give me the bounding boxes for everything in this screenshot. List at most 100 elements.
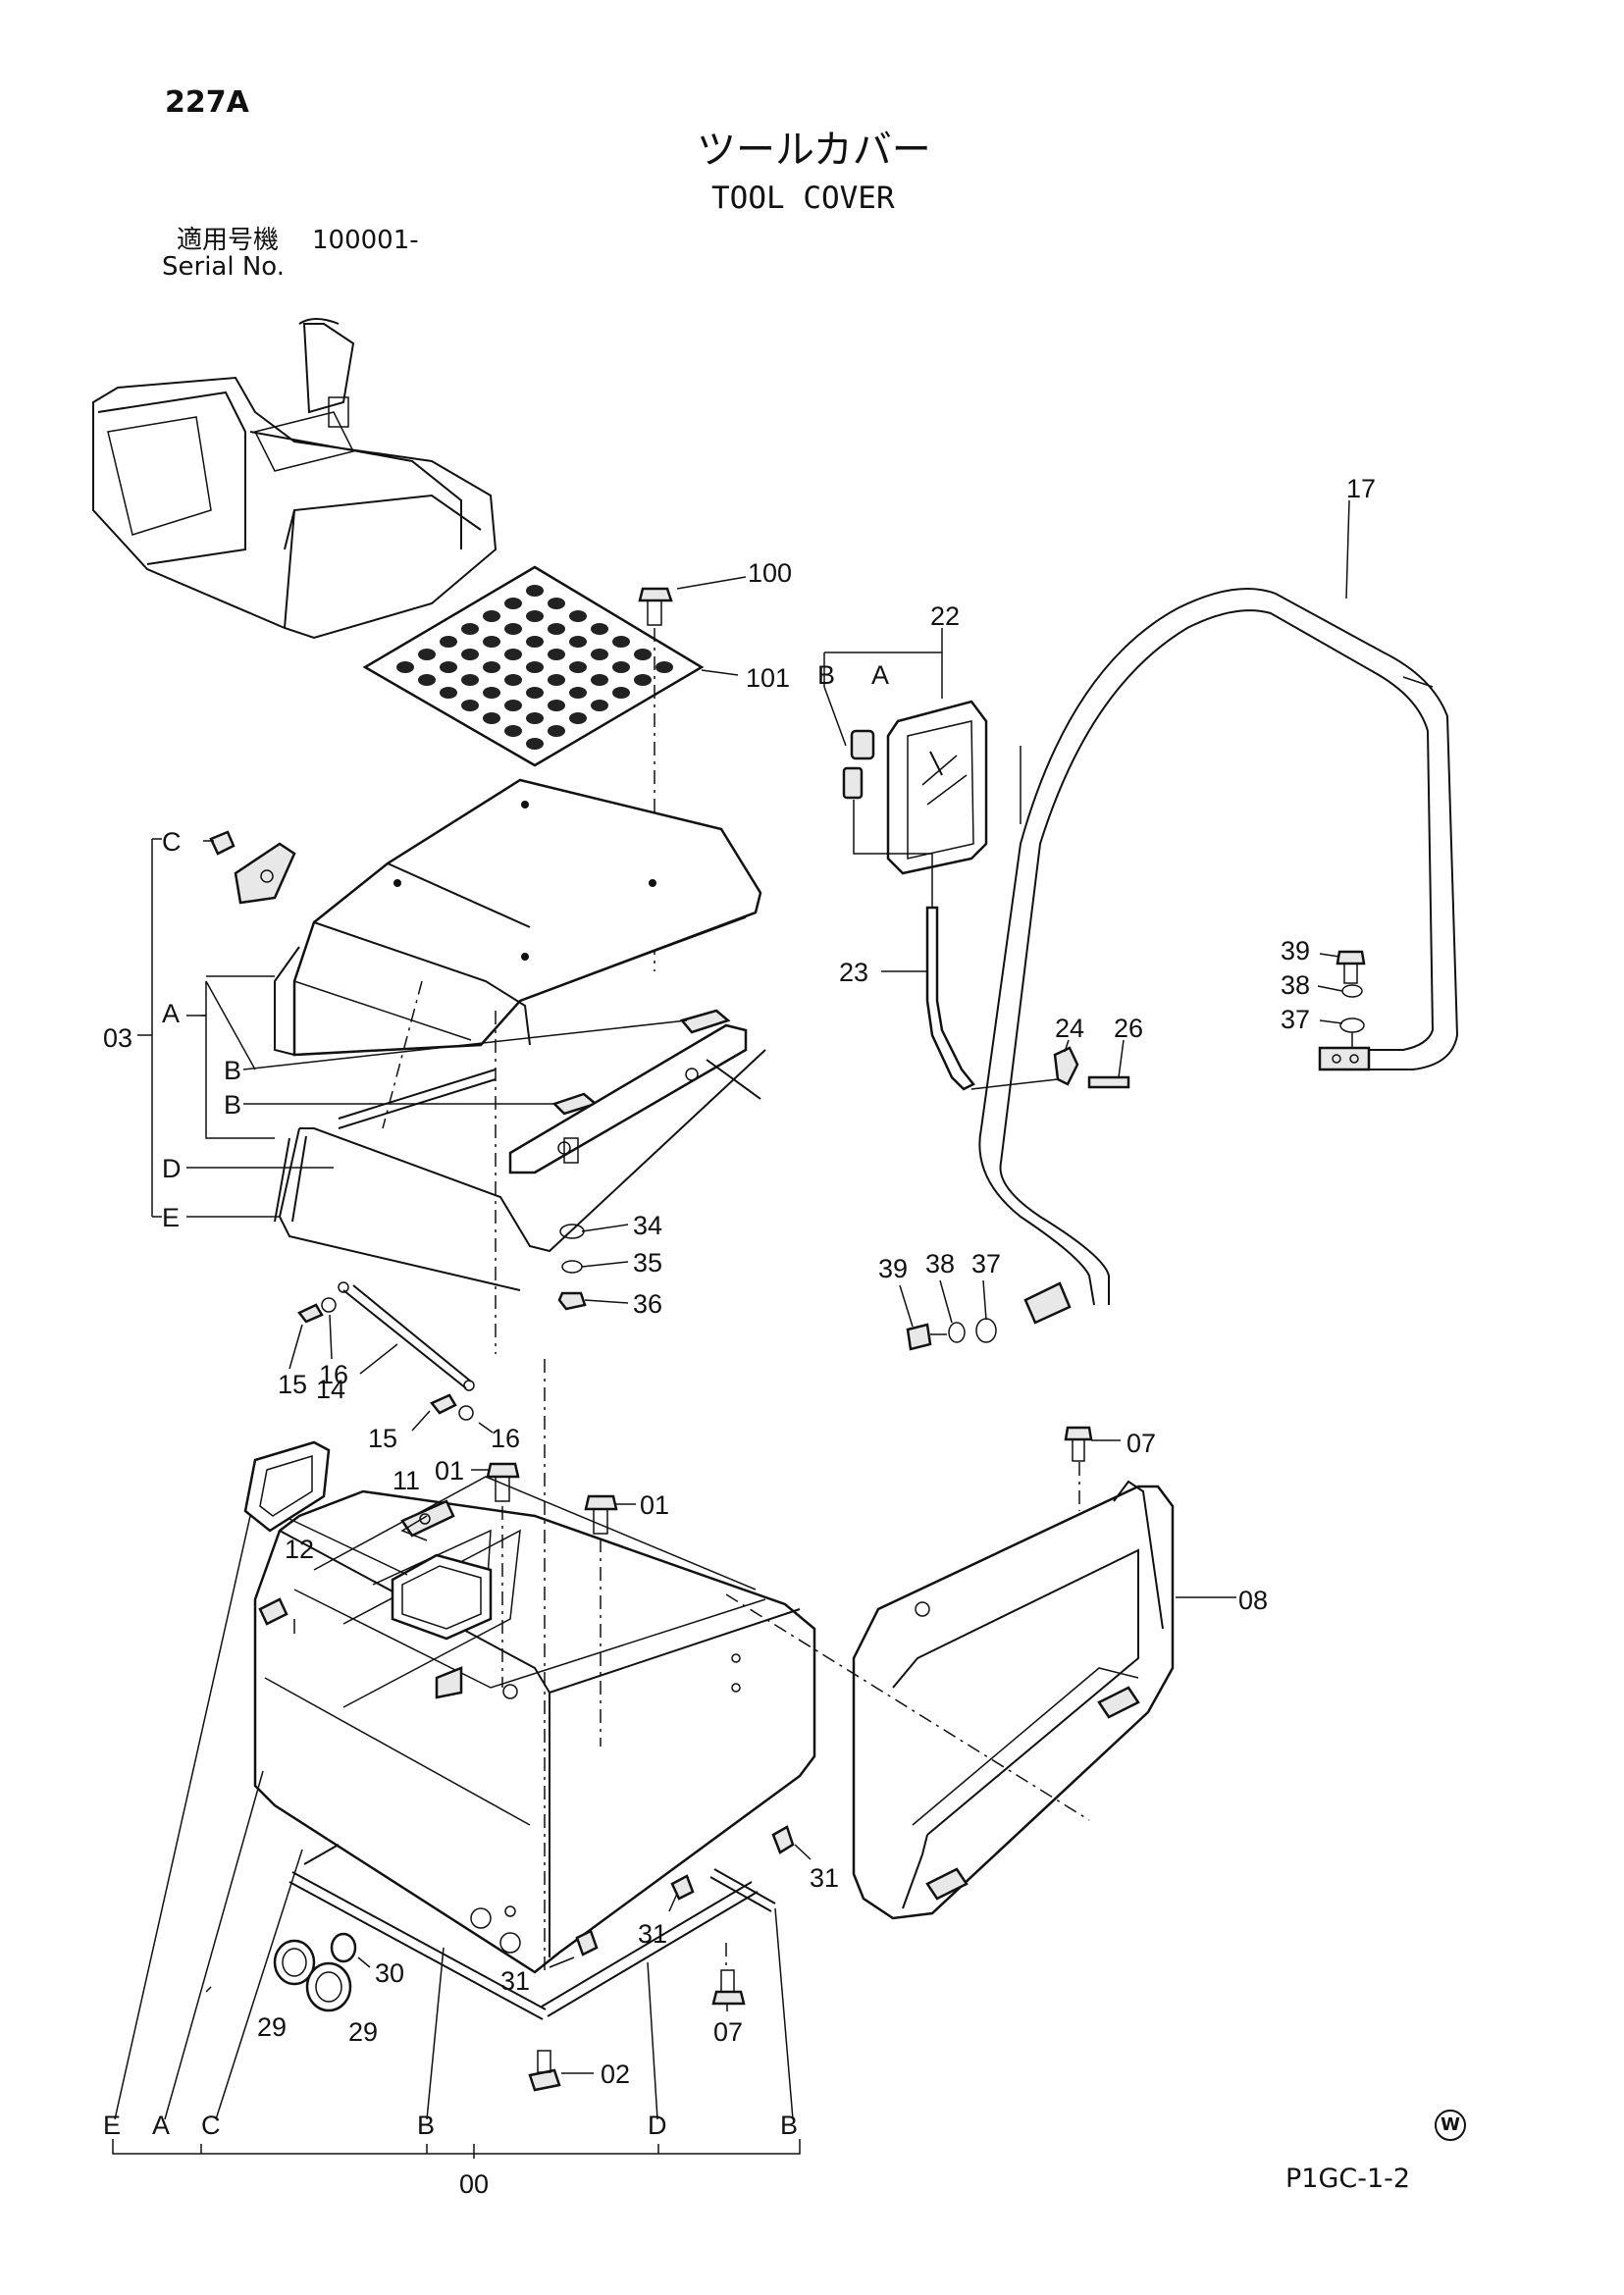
callout-00-b2: B — [780, 2111, 798, 2140]
callout-38-left: 38 — [925, 1249, 955, 1278]
callout-02: 02 — [601, 2060, 630, 2089]
handrail-17 — [978, 588, 1459, 1325]
callout-03-d: D — [162, 1154, 182, 1183]
plate-hole — [591, 700, 608, 711]
plate-hole — [483, 687, 500, 699]
callout-00-c: C — [201, 2111, 221, 2140]
plate-hole — [483, 636, 500, 648]
callout-labels: 100 101 22 B A 17 C 03 A B B D E 23 24 2… — [103, 474, 1376, 2199]
bolts-01 — [486, 1359, 618, 1972]
plate-hole — [612, 687, 630, 699]
callout-31-center: 31 — [638, 1919, 667, 1949]
fastener-stack-right — [1336, 950, 1366, 1048]
upper-cover-03 — [209, 778, 766, 1354]
plate-hole — [440, 636, 457, 648]
callout-14: 14 — [316, 1375, 345, 1404]
tool-box-lower — [253, 1476, 816, 1974]
plate-hole — [461, 674, 479, 686]
callout-26: 26 — [1114, 1014, 1143, 1043]
callout-15-lower: 15 — [368, 1424, 397, 1453]
plate-hole — [548, 725, 565, 737]
plate-hole — [634, 674, 652, 686]
callout-17: 17 — [1346, 474, 1376, 503]
plate-hole — [461, 700, 479, 711]
callout-29-left: 29 — [257, 2012, 287, 2042]
plate-hole — [504, 598, 522, 609]
plate-hole — [483, 712, 500, 724]
plate-hole — [504, 674, 522, 686]
page-number: 227A — [165, 85, 249, 120]
plate-hole — [504, 623, 522, 635]
callout-16-upper: 16 — [319, 1360, 348, 1389]
callout-37-right: 37 — [1281, 1005, 1310, 1034]
plate-hole — [612, 661, 630, 673]
callout-12: 12 — [285, 1535, 314, 1564]
plate-hole — [526, 585, 544, 597]
callout-08: 08 — [1238, 1586, 1268, 1615]
title-english: TOOL COVER — [711, 181, 895, 216]
plate-hole — [548, 623, 565, 635]
fastener-stack-left — [906, 1318, 997, 1351]
plate-hole — [461, 623, 479, 635]
plate-hole — [634, 649, 652, 660]
plate-hole — [569, 687, 587, 699]
window-frame-gasket — [243, 1440, 455, 1626]
serial-number-value: 100001- — [312, 226, 419, 255]
plate-hole — [396, 661, 414, 673]
plate-hole — [440, 661, 457, 673]
side-door-08 — [725, 1426, 1175, 1920]
callout-00-a: A — [152, 2111, 170, 2140]
plate-hole — [526, 738, 544, 750]
callout-03-b1: B — [224, 1056, 241, 1085]
callout-35: 35 — [633, 1248, 662, 1278]
callout-22: 22 — [930, 601, 960, 631]
plate-hole — [612, 636, 630, 648]
plate-hole — [591, 649, 608, 660]
plate-hole — [569, 661, 587, 673]
mirror-22 — [842, 700, 1130, 1091]
callout-03-e: E — [162, 1203, 180, 1232]
plate-hole — [548, 674, 565, 686]
plate-hole — [526, 610, 544, 622]
callout-07-lower: 07 — [713, 2017, 743, 2047]
watermark-badge: W — [1435, 2110, 1466, 2141]
callout-39-right: 39 — [1281, 936, 1310, 965]
callout-03-a: A — [162, 999, 180, 1028]
callout-24: 24 — [1055, 1014, 1084, 1043]
plate-hole — [526, 712, 544, 724]
callout-34: 34 — [633, 1211, 662, 1240]
plate-hole — [483, 610, 500, 622]
plate-hole — [504, 700, 522, 711]
perforated-plate-101 — [362, 565, 705, 767]
plate-hole — [504, 725, 522, 737]
callout-23: 23 — [839, 958, 868, 987]
callout-36: 36 — [633, 1289, 662, 1319]
plate-hole — [526, 636, 544, 648]
leader-lines — [112, 499, 1350, 2159]
callout-03-b2: B — [224, 1090, 241, 1120]
plate-hole — [526, 687, 544, 699]
plate-hole — [418, 649, 436, 660]
callout-31-right: 31 — [810, 1863, 839, 1893]
callout-03-c: C — [162, 827, 182, 857]
plate-hole — [440, 687, 457, 699]
callout-100: 100 — [748, 558, 792, 588]
callout-01-left: 01 — [435, 1456, 464, 1486]
callout-15-upper: 15 — [278, 1370, 307, 1399]
plate-hole — [569, 610, 587, 622]
callout-00: 00 — [459, 2169, 489, 2199]
plate-hole — [591, 674, 608, 686]
plate-hole — [418, 674, 436, 686]
plate-hole — [655, 661, 673, 673]
callout-22-a: A — [871, 660, 889, 690]
plate-hole — [569, 636, 587, 648]
callout-22-b: B — [817, 660, 835, 690]
serial-label-japanese: 適用号機 — [177, 226, 280, 255]
plate-hole — [548, 649, 565, 660]
callout-00-b1: B — [417, 2111, 435, 2140]
bottom-parts — [273, 1825, 795, 2092]
serial-label-english: Serial No. — [162, 252, 285, 282]
plate-hole — [483, 661, 500, 673]
plate-hole — [461, 649, 479, 660]
